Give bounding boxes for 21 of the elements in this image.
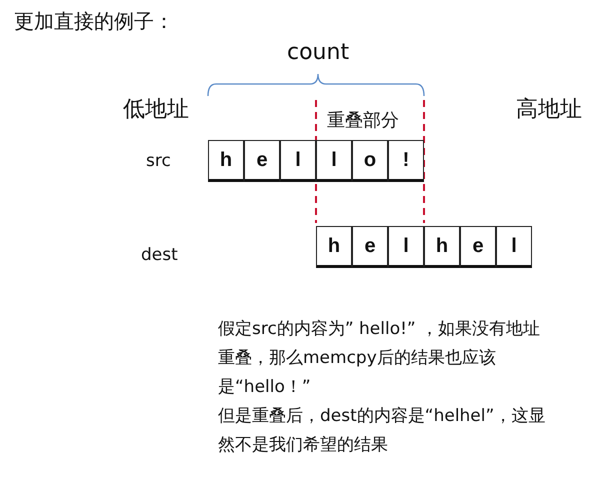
- row-label: dest: [141, 245, 178, 265]
- letter-cell: l: [316, 140, 352, 182]
- address-label: 高地址: [516, 96, 582, 124]
- description-text: 但是重叠后，dest的内容是“helhel”，这显然不是我们希望的结果: [218, 405, 546, 457]
- brace-label: count: [287, 40, 350, 65]
- title: 更加直接的例子：: [14, 8, 174, 35]
- letter-cell: e: [460, 226, 496, 268]
- letter-cell: e: [244, 140, 280, 182]
- letter-cell: h: [208, 140, 244, 182]
- address-label: 低地址: [123, 96, 189, 124]
- letter-cell: h: [316, 226, 352, 268]
- letter-cell: l: [280, 140, 316, 182]
- letter-cell: l: [388, 226, 424, 268]
- letter-cell: e: [352, 226, 388, 268]
- letter-cell: l: [496, 226, 532, 268]
- letter-cell: !: [388, 140, 424, 182]
- row-label: src: [146, 151, 171, 171]
- description-text: 假定src的内容为” hello!” ，如果没有地址重叠，那么memcpy后的结果也应该是“hello！”: [218, 318, 542, 399]
- letter-cell: h: [424, 226, 460, 268]
- letter-cell: o: [352, 140, 388, 182]
- overlap-label: 重叠部分: [327, 109, 399, 132]
